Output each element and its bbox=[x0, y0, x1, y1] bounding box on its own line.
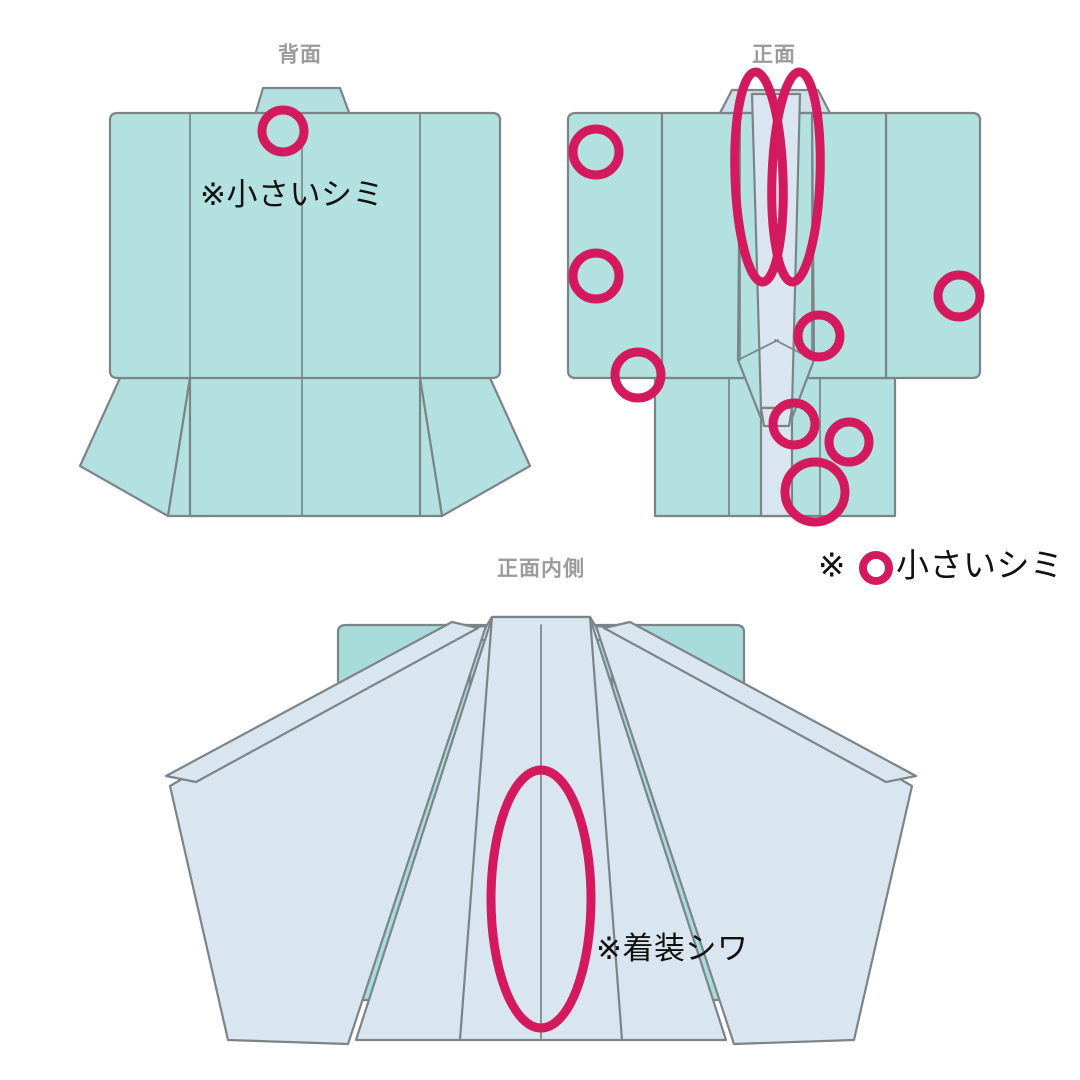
legend-label: 小さいシミ bbox=[896, 547, 1064, 584]
stain-ring-sleeve-upper-icon bbox=[568, 124, 624, 180]
small-stain-ring-icon bbox=[859, 551, 893, 585]
stain-ring-body-lower-icon bbox=[780, 457, 850, 527]
inside-lining-left-strip bbox=[164, 620, 480, 784]
view-front-inside-title: 正面内側 bbox=[497, 557, 585, 581]
back-torso-body bbox=[108, 111, 502, 380]
wrinkle-ellipse-icon bbox=[486, 765, 596, 1033]
view-back: 背面 ※小さいシミ bbox=[78, 43, 532, 518]
stain-ring-body-upper-icon bbox=[793, 310, 845, 362]
stain-ellipse-collar-left-icon bbox=[730, 67, 788, 287]
stain-ring-body-mid-right-icon bbox=[824, 417, 874, 467]
back-note-label: ※小さいシミ bbox=[200, 177, 384, 212]
view-back-title: 背面 bbox=[278, 43, 322, 67]
inside-note-label: ※着装シワ bbox=[596, 931, 748, 966]
stain-ring-icon bbox=[257, 105, 309, 157]
legend-prefix: ※ bbox=[818, 547, 846, 584]
inside-lining-right-strip bbox=[602, 620, 918, 784]
stain-ring-sleeve-lower-icon bbox=[610, 347, 666, 403]
legend: ※ 小さいシミ bbox=[818, 547, 1064, 585]
stain-ring-sleeve-mid-icon bbox=[568, 248, 624, 304]
view-front-title: 正面 bbox=[752, 44, 796, 67]
view-front-inside: 正面内側 ※着装シワ bbox=[164, 557, 918, 1046]
stain-ring-right-sleeve-icon bbox=[933, 270, 985, 322]
view-front: 正面 bbox=[566, 44, 985, 527]
front-right-sleeve bbox=[884, 111, 982, 380]
stain-ring-body-mid-left-icon bbox=[768, 398, 820, 450]
front-seam-diag-left bbox=[737, 339, 779, 361]
stain-ellipse-collar-right-icon bbox=[767, 67, 825, 287]
